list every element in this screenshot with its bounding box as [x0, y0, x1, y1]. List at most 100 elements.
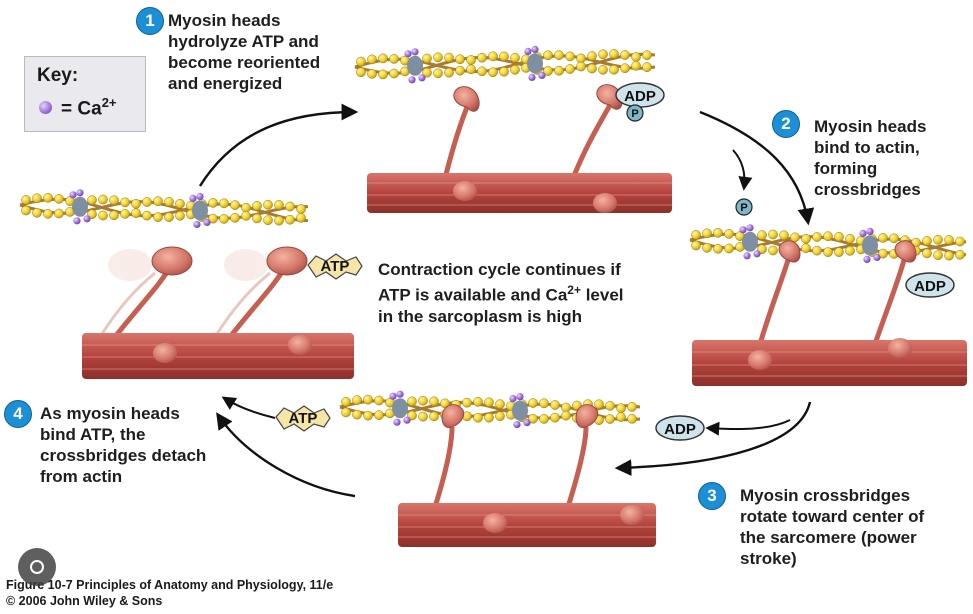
actin-bead — [131, 208, 141, 218]
arrow-phosphate-release — [732, 149, 753, 191]
lens-icon[interactable] — [18, 548, 56, 586]
center-note-line-2-sup: 2+ — [567, 283, 581, 297]
actin-bead — [561, 410, 571, 421]
actin-bead — [219, 198, 229, 209]
actin-bead — [374, 395, 384, 406]
actin-bead — [878, 233, 888, 243]
actin-bead — [433, 52, 443, 63]
actin-bead — [367, 54, 377, 65]
actin-bead — [120, 197, 130, 208]
actin-bead — [587, 63, 597, 74]
arrow-adp-release — [705, 419, 791, 436]
actin-bead — [455, 54, 465, 65]
calcium-ion — [189, 194, 197, 202]
step-1-badge: 1 — [136, 7, 164, 35]
calcium-ion — [873, 253, 881, 261]
actin-bead — [834, 247, 844, 257]
actin-bead — [565, 51, 575, 62]
actin-filament — [354, 45, 656, 84]
actin-bead — [605, 414, 615, 424]
actin-bead — [620, 63, 630, 74]
actin-bead — [444, 52, 454, 63]
actin-bead — [812, 232, 822, 242]
thick-filament — [367, 173, 672, 213]
calcium-ion — [403, 416, 411, 424]
actin-bead — [208, 198, 218, 208]
actin-bead — [407, 396, 417, 407]
actin-bead — [922, 236, 932, 246]
actin-bead — [609, 49, 619, 59]
actin-bead — [812, 245, 822, 256]
actin-bead — [356, 67, 366, 78]
actin-bead — [834, 231, 844, 242]
actin-bead — [499, 51, 509, 62]
actin-bead — [98, 194, 108, 205]
actin-bead — [389, 54, 399, 64]
calcium-ion — [531, 45, 539, 53]
actin-bead — [208, 213, 218, 224]
calcium-ion — [859, 229, 867, 237]
step-2-line-2: bind to actin, — [814, 138, 920, 157]
actin-bead — [21, 205, 31, 216]
calcium-ion — [83, 215, 91, 223]
actin-bead — [845, 233, 855, 244]
step-4-line-2: bind ATP, the — [40, 425, 146, 444]
phosphate-label: P — [631, 108, 638, 120]
actin-bead — [550, 412, 560, 423]
thick-filament — [398, 503, 656, 547]
center-note-line-2-rest: level — [580, 285, 624, 305]
calcium-ion — [528, 73, 536, 81]
calcium-ion — [196, 192, 204, 200]
actin-bead — [219, 214, 229, 224]
calcium-ion — [73, 217, 81, 225]
step-3-line-1: Myosin crossbridges — [740, 486, 911, 505]
actin-bead — [418, 395, 428, 406]
actin-bead — [473, 412, 483, 423]
actin-bead — [539, 414, 549, 424]
step-2-badge: 2 — [772, 110, 800, 138]
actin-bead — [363, 394, 373, 405]
myosin-heads-detached — [98, 246, 308, 339]
calcium-ion — [404, 50, 412, 58]
figure-caption: Figure 10-7 Principles of Anatomy and Ph… — [6, 577, 333, 609]
calcium-ion — [411, 48, 419, 56]
step-2-label: Myosin heads bind to actin, forming cros… — [814, 116, 926, 200]
actin-bead — [389, 68, 399, 79]
actin-bead — [241, 202, 251, 213]
lens-icon-inner — [30, 560, 44, 574]
actin-bead — [352, 395, 362, 405]
actin-bead — [131, 198, 141, 209]
actin-bead — [801, 233, 811, 244]
calcium-ion — [746, 224, 754, 232]
actin-bead — [955, 249, 965, 260]
center-note-line-3: in the sarcoplasm is high — [378, 306, 583, 326]
actin-bead — [702, 228, 712, 239]
calcium-ion — [418, 74, 426, 82]
step-1-line-3: become reoriented — [168, 53, 321, 72]
actin-bead — [241, 210, 251, 221]
actin-bead — [429, 411, 439, 422]
actin-bead — [164, 196, 174, 207]
caption-line-2: © 2006 John Wiley & Sons — [6, 594, 163, 608]
actin-bead — [274, 215, 284, 226]
actin-bead — [768, 245, 778, 256]
actin-bead — [488, 51, 498, 62]
actin-bead — [466, 64, 476, 75]
actin-bead — [164, 212, 174, 222]
actin-bead — [484, 412, 494, 423]
adp-label: ADP — [664, 421, 696, 438]
actin-bead — [296, 204, 306, 214]
step-3-badge: 3 — [698, 482, 726, 510]
actin-bead — [153, 212, 163, 222]
actin-bead — [367, 69, 377, 79]
actin-bead — [230, 200, 240, 210]
actin-bead — [642, 50, 652, 61]
actin-bead — [616, 412, 626, 422]
actin-bead — [933, 234, 943, 245]
actin-bead — [642, 62, 652, 72]
actin-bead — [252, 213, 262, 224]
actin-bead — [933, 250, 943, 261]
actin-bead — [341, 407, 351, 418]
step-2-line-4: crossbridges — [814, 180, 921, 199]
actin-bead — [422, 53, 432, 64]
